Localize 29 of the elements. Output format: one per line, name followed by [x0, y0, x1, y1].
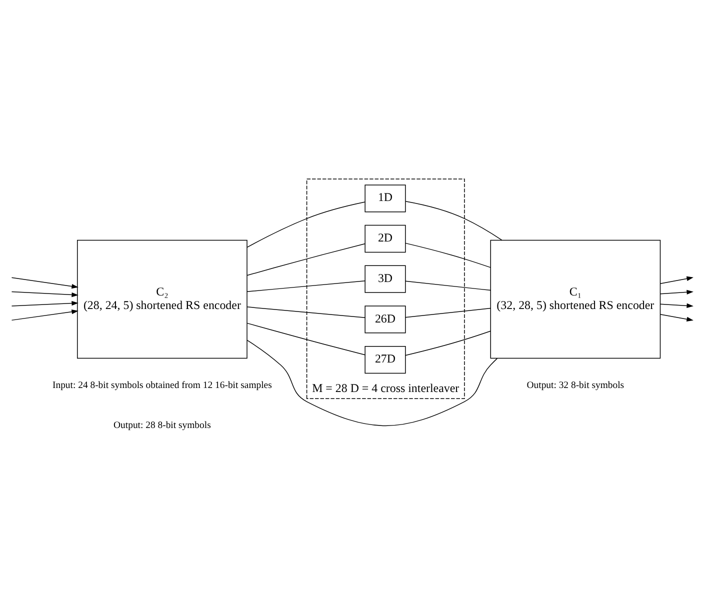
node-label: Output: 28 8-bit symbols: [114, 420, 211, 432]
node-box: C₁ (32, 28, 5) shortened RS encoder: [490, 240, 661, 359]
arrow: [660, 276, 694, 284]
node-label: Output: 32 8-bit symbols: [526, 380, 624, 391]
arrow: [11, 277, 78, 289]
node-box: 26D: [364, 306, 406, 334]
node-box: 1D: [364, 184, 406, 212]
arrow: [660, 314, 694, 322]
connector: [246, 340, 498, 426]
arrow: [11, 300, 78, 306]
connector: [246, 243, 366, 276]
connector: [246, 306, 366, 318]
connector: [405, 330, 491, 356]
connector: [405, 200, 502, 240]
arrow: [660, 290, 694, 295]
arrow: [660, 303, 694, 308]
connector: [405, 242, 491, 268]
connector: [246, 322, 366, 356]
node-box: 2D: [364, 224, 406, 253]
arrow: [11, 291, 78, 298]
node-label: Input: 24 8-bit symbols obtained from 12 16-bit samples: [52, 380, 272, 391]
node-box: 27D: [364, 346, 406, 374]
connector: [246, 202, 366, 248]
node-box: C₂ (28, 24, 5) shortened RS encoder: [77, 240, 248, 359]
connector: [405, 280, 491, 291]
connector: [246, 280, 366, 292]
arrow: [11, 309, 78, 321]
connector: [405, 308, 491, 318]
node-box: 3D: [364, 265, 406, 293]
